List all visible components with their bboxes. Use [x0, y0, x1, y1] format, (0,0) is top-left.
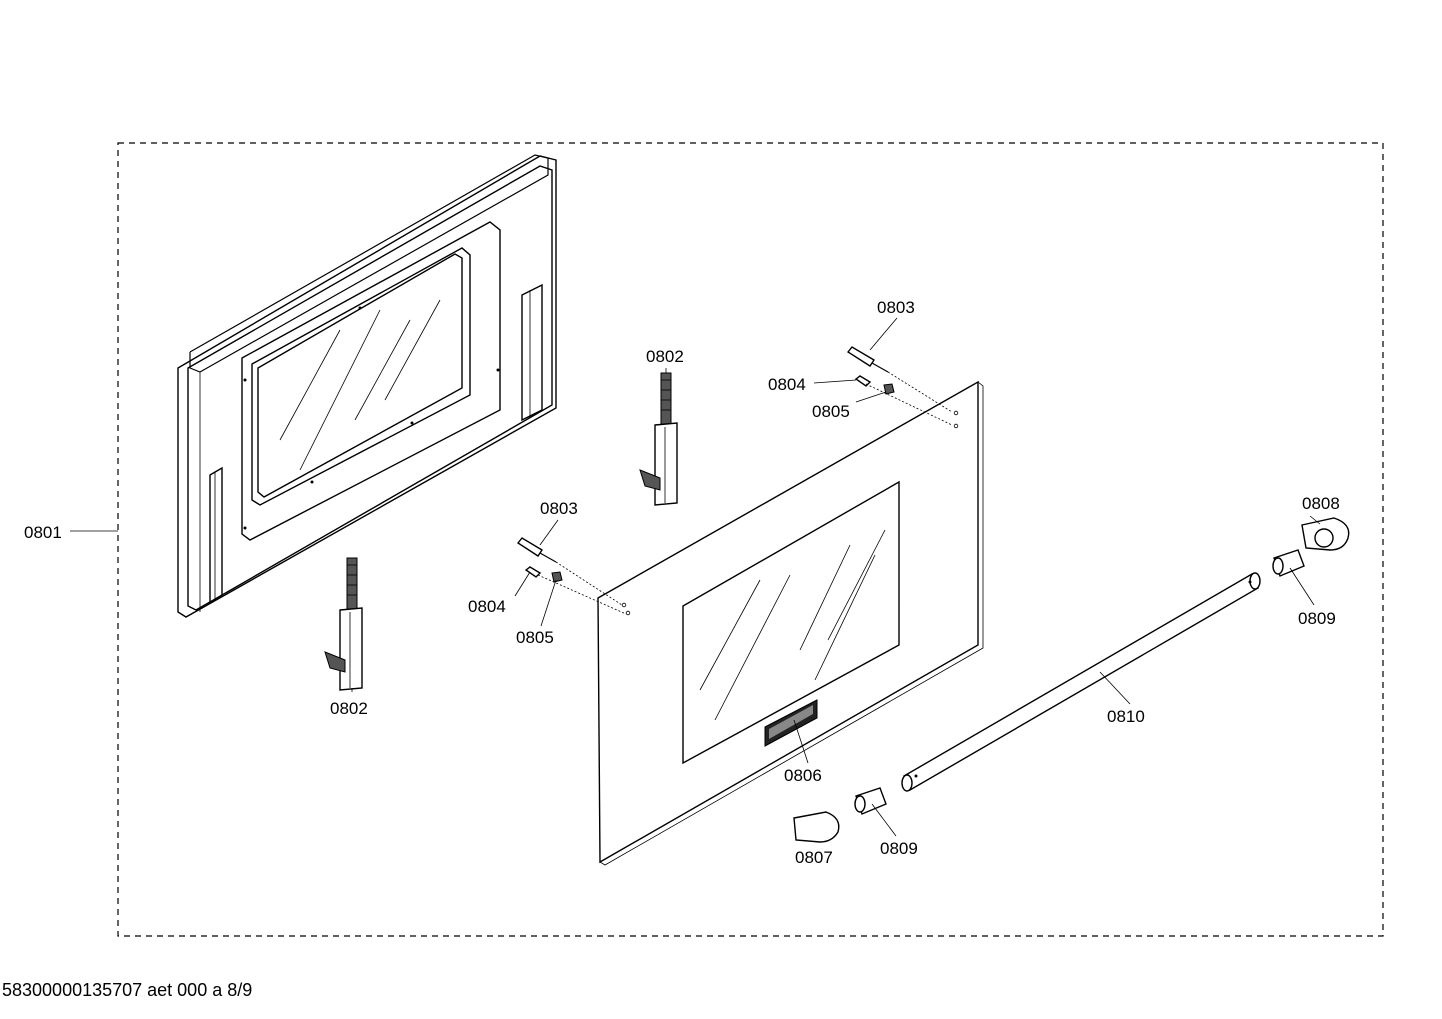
hinge-right — [639, 372, 678, 506]
callout-0801: 0801 — [24, 523, 62, 542]
callout-0805-right: 0805 — [812, 402, 850, 421]
callout-0802-right: 0802 — [646, 347, 684, 366]
callout-0805-left: 0805 — [516, 628, 554, 647]
handle-mount-left — [854, 787, 887, 815]
callout-0802-left: 0802 — [330, 699, 368, 718]
pin-right — [846, 346, 889, 373]
callout-0803-right: 0803 — [877, 298, 915, 317]
screw-left — [524, 566, 542, 578]
callout-0804-left: 0804 — [468, 597, 506, 616]
clip-left — [551, 571, 563, 583]
document-footer-id: 58300000135707 aet 000 a 8/9 — [2, 980, 253, 1000]
pin-left — [516, 537, 557, 563]
callout-0803-left: 0803 — [540, 499, 578, 518]
handle-bar — [901, 572, 1261, 792]
callout-0807: 0807 — [795, 848, 833, 867]
callout-0808: 0808 — [1302, 494, 1340, 513]
assembly-boundary — [117, 142, 1384, 937]
callout-0809-right: 0809 — [1298, 609, 1336, 628]
leader-lines — [70, 317, 1321, 837]
handle-mount-right — [1272, 549, 1305, 577]
callout-0804-right: 0804 — [768, 375, 806, 394]
callout-0809-left: 0809 — [880, 839, 918, 858]
clip-right — [883, 383, 895, 395]
end-cap-left — [793, 811, 840, 843]
callout-0810: 0810 — [1107, 707, 1145, 726]
outer-door-glass — [597, 380, 984, 866]
callout-0806: 0806 — [784, 766, 822, 785]
screw-right — [854, 375, 872, 387]
inner-door-frame — [177, 154, 557, 618]
hinge-left — [324, 557, 363, 691]
end-cap-right — [1301, 517, 1350, 551]
